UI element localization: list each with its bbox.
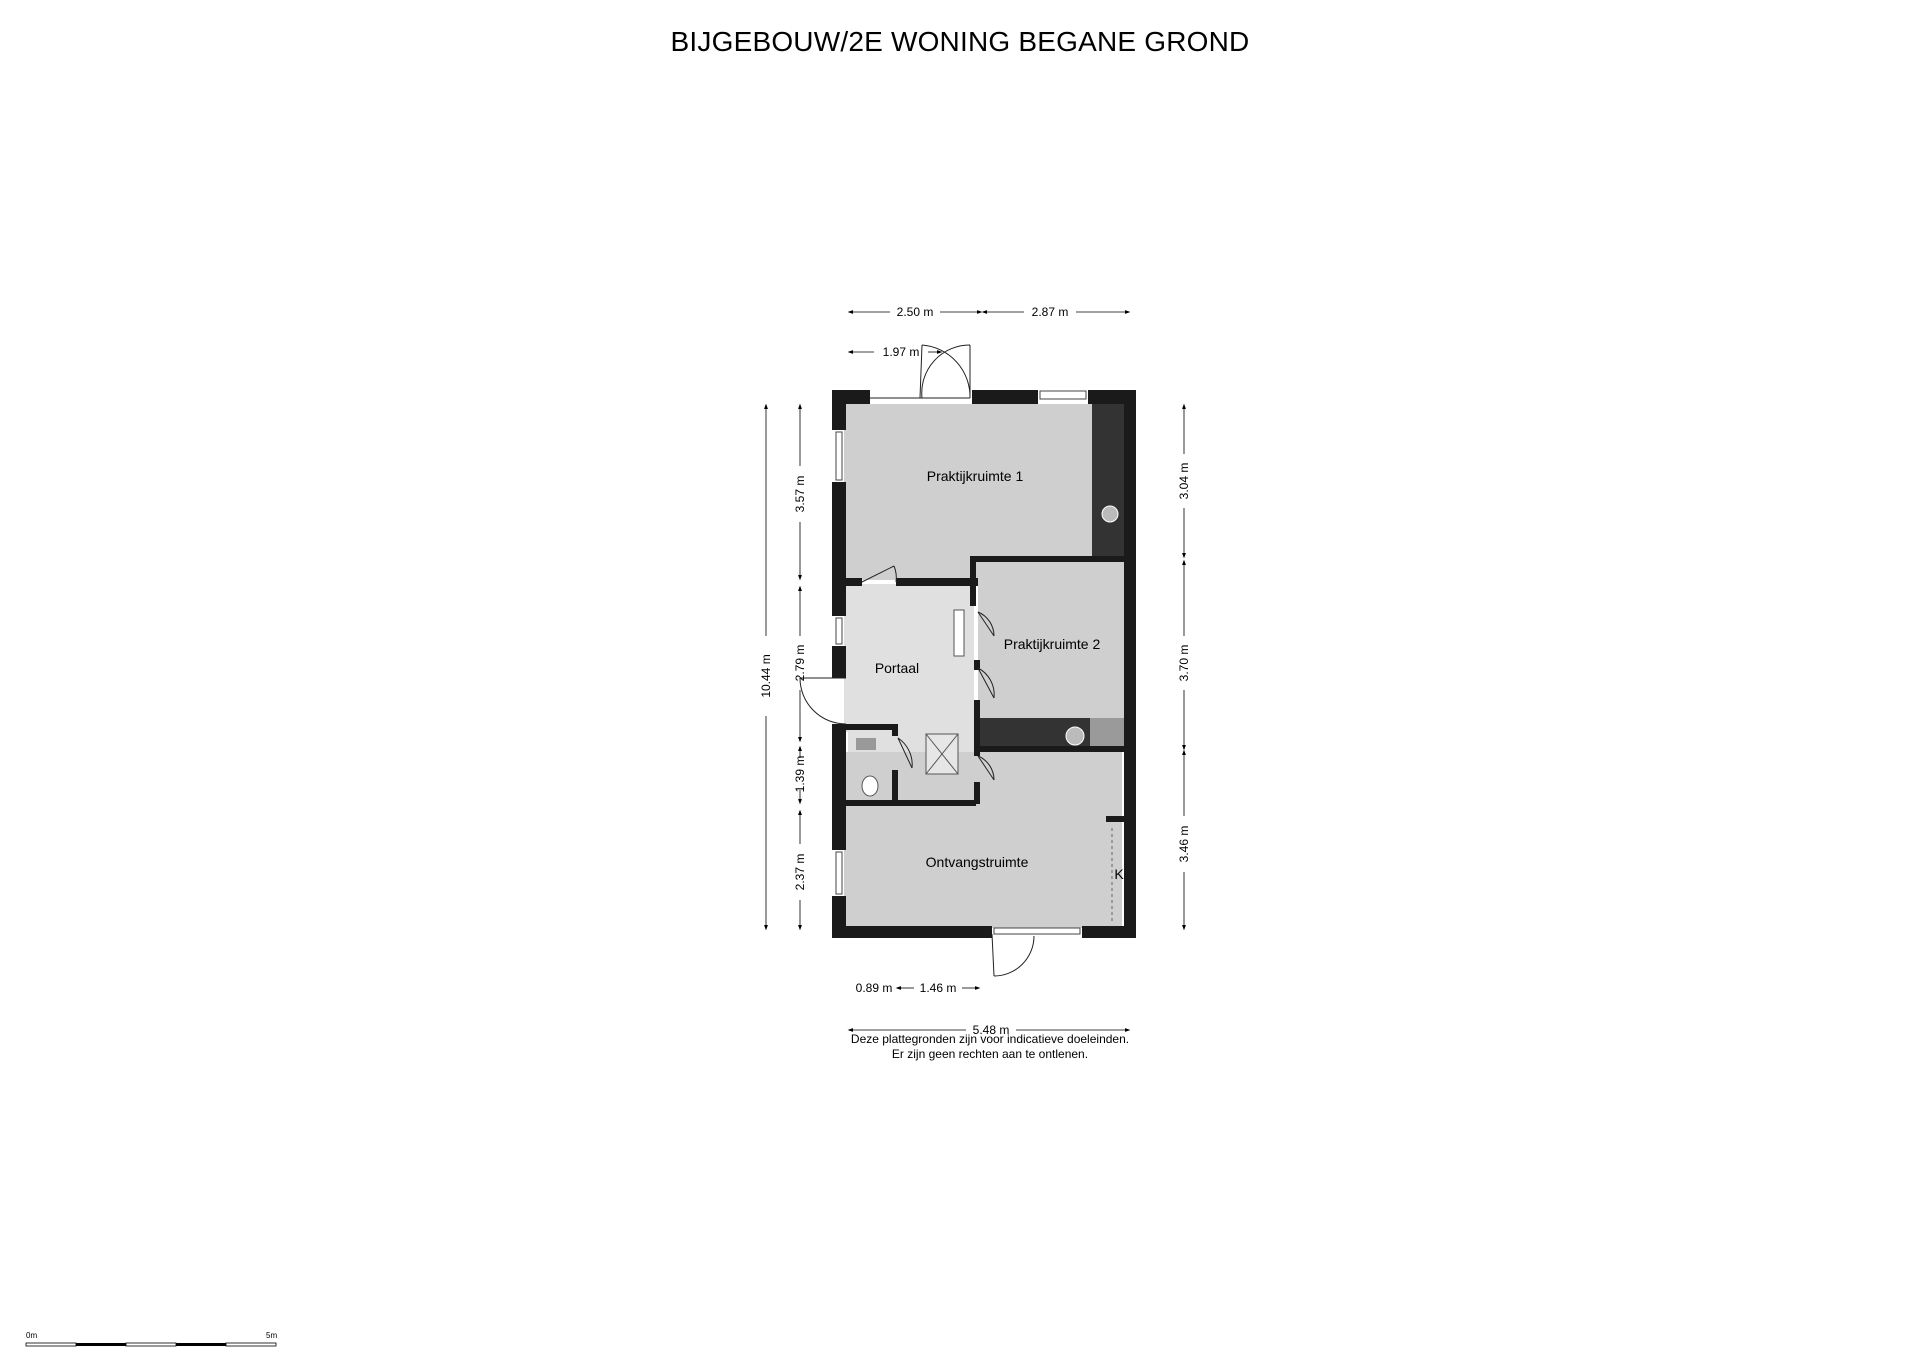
dim-door-width: 1.97 m bbox=[883, 345, 920, 359]
sink-room2 bbox=[1065, 726, 1085, 746]
page-title: BIJGEBOUW/2E WONING BEGANE GROND bbox=[670, 26, 1250, 57]
disclaimer: Deze plattegronden zijn voor indicatieve… bbox=[700, 1032, 1280, 1062]
disclaimer-line-2: Er zijn geen rechten aan te ontlenen. bbox=[891, 1047, 1089, 1061]
dim-right-ontvangst: 3.46 m bbox=[1177, 826, 1191, 863]
dim-left-portaal: 2.79 m bbox=[793, 645, 807, 682]
room-praktijkruimte-2: Praktijkruimte 2 bbox=[1004, 636, 1101, 652]
toilet-bowl bbox=[861, 775, 879, 797]
disclaimer-line-1: Deze plattegronden zijn voor indicatieve… bbox=[850, 1032, 1130, 1046]
dim-bottom-door: 1.46 m bbox=[920, 981, 957, 995]
sink-room1 bbox=[1101, 505, 1119, 523]
doors bbox=[799, 344, 1035, 977]
dim-right-room1: 3.04 m bbox=[1177, 463, 1191, 500]
counter-room2-end bbox=[1090, 718, 1124, 748]
scale-start: 0m bbox=[26, 1331, 37, 1340]
dim-right-room2: 3.70 m bbox=[1177, 645, 1191, 682]
floor-ontvangstruimte bbox=[844, 752, 1122, 928]
walls bbox=[832, 390, 1136, 938]
dim-left-room1: 3.57 m bbox=[793, 476, 807, 513]
scale-bar: 0m 5m bbox=[25, 1331, 277, 1347]
dim-bottom-offset: 0.89 m bbox=[856, 981, 893, 995]
scale-end: 5m bbox=[266, 1331, 277, 1340]
dimension-lines bbox=[764, 310, 1186, 1032]
room-ontvangstruimte: Ontvangstruimte bbox=[926, 854, 1029, 870]
floor-praktijkruimte-2 bbox=[978, 558, 1126, 720]
toilet-sink bbox=[856, 738, 876, 750]
floor-praktijkruimte-1 bbox=[844, 404, 1092, 580]
kitchen-strip bbox=[953, 609, 965, 657]
dim-left-ontvangst: 2.37 m bbox=[793, 854, 807, 891]
room-praktijkruimte-1: Praktijkruimte 1 bbox=[927, 468, 1024, 484]
room-portaal: Portaal bbox=[875, 660, 919, 676]
dim-bottom-total: 5.48 m bbox=[973, 1023, 1010, 1037]
fixtures bbox=[856, 505, 1119, 924]
dim-top-left: 2.50 m bbox=[897, 305, 934, 319]
room-kast: K bbox=[1114, 866, 1124, 882]
dim-left-toilet: 1.39 m bbox=[793, 756, 807, 793]
dim-left-total: 10.44 m bbox=[759, 654, 773, 697]
counter-room1 bbox=[1092, 404, 1130, 560]
floor-portaal bbox=[844, 584, 974, 732]
dim-top-right: 2.87 m bbox=[1032, 305, 1069, 319]
windows bbox=[835, 390, 1087, 935]
